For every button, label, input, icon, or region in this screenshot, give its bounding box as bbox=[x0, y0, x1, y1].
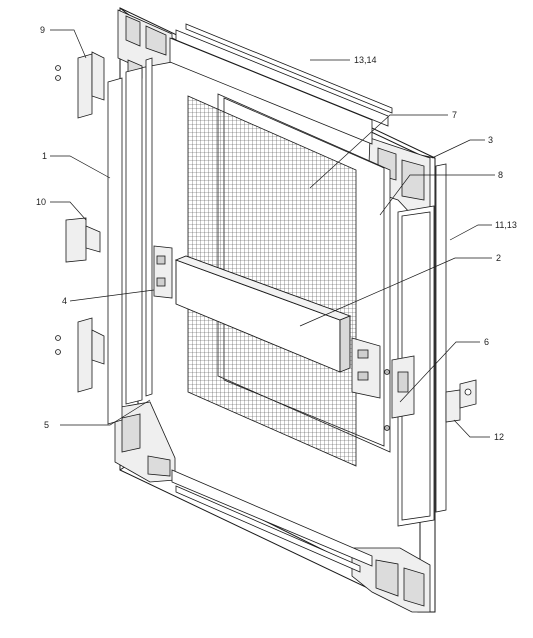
callout-2: 2 bbox=[496, 253, 502, 263]
top-rail-profile bbox=[169, 23, 393, 145]
callout-7: 7 bbox=[452, 110, 458, 120]
callout-5: 5 bbox=[44, 420, 50, 430]
corner-connector-top-right bbox=[367, 137, 431, 216]
right-sash-profile bbox=[397, 205, 435, 527]
hinge-top bbox=[55, 51, 105, 119]
callout-4: 4 bbox=[62, 296, 68, 306]
callout-8: 8 bbox=[498, 170, 504, 180]
leader-lines bbox=[50, 29, 495, 438]
hinge-bottom bbox=[55, 317, 105, 393]
bottom-rail-profile bbox=[171, 469, 373, 573]
callout-1: 1 bbox=[42, 151, 48, 161]
middle-transom bbox=[174, 255, 352, 373]
callout-6: 6 bbox=[484, 337, 490, 347]
transom-connector bbox=[153, 245, 173, 299]
callout-10: 10 bbox=[36, 197, 47, 207]
left-vertical-profile bbox=[107, 57, 153, 425]
callout-13-14: 13,14 bbox=[354, 55, 377, 65]
callout-3: 3 bbox=[488, 135, 494, 145]
lock-latch bbox=[384, 355, 415, 431]
transom-connector-right bbox=[351, 337, 381, 399]
right-vertical-profile bbox=[435, 163, 447, 513]
callout-11-13: 11,13 bbox=[495, 220, 517, 230]
callout-9: 9 bbox=[40, 25, 46, 35]
hinge-middle bbox=[65, 217, 101, 263]
strike-plate bbox=[445, 379, 477, 423]
corner-connector-bottom-left bbox=[114, 401, 176, 483]
callout-12: 12 bbox=[494, 432, 505, 442]
